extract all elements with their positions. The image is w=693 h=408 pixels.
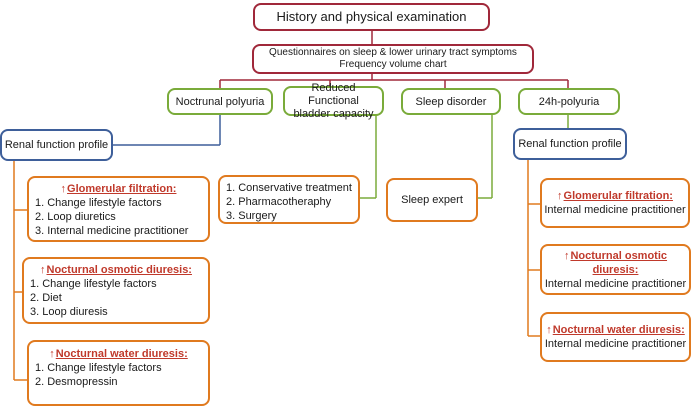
history-exam-box: History and physical examination bbox=[253, 3, 490, 31]
left-water-item: 2. Desmopressin bbox=[35, 376, 118, 388]
right-water-box: ↑Nocturnal water diuresis: Internal medi… bbox=[540, 312, 691, 362]
left-water-heading-text: Nocturnal water diuresis: bbox=[55, 348, 188, 360]
left-glomerular-heading: ↑Glomerular filtration: bbox=[29, 182, 208, 196]
history-exam-label: History and physical examination bbox=[276, 9, 467, 24]
right-osmotic-box: ↑Nocturnal osmotic diuresis: Internal me… bbox=[540, 244, 691, 295]
right-glomerular-heading: ↑Glomerular filtration: bbox=[557, 189, 673, 203]
left-osmotic-item: 3. Loop diuresis bbox=[30, 306, 108, 318]
left-glomerular-box: ↑Glomerular filtration: 1. Change lifest… bbox=[27, 176, 210, 242]
sleep-expert-box: Sleep expert bbox=[386, 178, 478, 222]
left-glomerular-heading-text: Glomerular filtration: bbox=[67, 183, 177, 195]
left-osmotic-item: 1. Change lifestyle factors bbox=[30, 278, 157, 290]
reduced-capacity-label-line1: Reduced Functional bbox=[308, 81, 359, 107]
right-water-text: Internal medicine practitioner bbox=[544, 338, 687, 350]
right-glomerular-text: Internal medicine practitioner bbox=[544, 204, 686, 216]
left-glomerular-item: 1. Change lifestyle factors bbox=[35, 197, 162, 209]
left-water-heading: ↑Nocturnal water diuresis: bbox=[29, 347, 208, 361]
left-water-box: ↑Nocturnal water diuresis: 1. Change lif… bbox=[27, 340, 210, 406]
left-osmotic-box: ↑Nocturnal osmotic diuresis: 1. Change l… bbox=[22, 257, 210, 324]
treatment-box: 1. Conservative treatment 2. Pharmacothe… bbox=[218, 175, 360, 224]
right-renal-profile-label: Renal function profile bbox=[518, 138, 622, 150]
left-glomerular-item: 3. Internal medicine practitioner bbox=[35, 225, 189, 237]
right-renal-profile-box: Renal function profile bbox=[513, 128, 627, 160]
treatment-item: 1. Conservative treatment bbox=[226, 182, 352, 194]
nocturnal-polyuria-box: Noctrunal polyuria bbox=[167, 88, 273, 115]
right-osmotic-text: Internal medicine practitioner bbox=[544, 277, 687, 290]
treatment-item: 2. Pharmacotheraphy bbox=[226, 196, 332, 208]
left-osmotic-item: 2. Diet bbox=[30, 292, 62, 304]
left-osmotic-heading-text: Nocturnal osmotic diuresis: bbox=[46, 264, 192, 276]
up-arrow-icon: ↑ bbox=[557, 190, 563, 202]
questionnaire-box: Questionnaires on sleep & lower urinary … bbox=[252, 44, 534, 74]
questionnaire-label-line2: Frequency volume chart bbox=[339, 59, 447, 70]
right-osmotic-heading-text: Nocturnal osmotic diuresis: bbox=[570, 249, 668, 276]
up-arrow-icon: ↑ bbox=[563, 249, 570, 262]
treatment-item: 3. Surgery bbox=[226, 210, 277, 222]
right-glomerular-heading-text: Glomerular filtration: bbox=[563, 190, 673, 202]
left-osmotic-heading: ↑Nocturnal osmotic diuresis: bbox=[24, 263, 208, 277]
sleep-disorder-label: Sleep disorder bbox=[415, 95, 487, 108]
right-osmotic-heading: ↑Nocturnal osmotic diuresis: bbox=[542, 249, 689, 277]
left-water-item: 1. Change lifestyle factors bbox=[35, 362, 162, 374]
up-arrow-icon: ↑ bbox=[40, 264, 46, 276]
right-glomerular-box: ↑Glomerular filtration: Internal medicin… bbox=[540, 178, 690, 228]
right-water-heading: ↑Nocturnal water diuresis: bbox=[546, 323, 685, 337]
sleep-disorder-box: Sleep disorder bbox=[401, 88, 501, 115]
polyuria-24h-label: 24h-polyuria bbox=[538, 95, 600, 108]
left-renal-profile-label: Renal function profile bbox=[4, 139, 109, 151]
left-glomerular-item: 2. Loop diuretics bbox=[35, 211, 116, 223]
reduced-capacity-label-line2: bladder capacity bbox=[293, 107, 374, 120]
right-water-heading-text: Nocturnal water diuresis: bbox=[552, 324, 685, 336]
sleep-expert-label: Sleep expert bbox=[401, 194, 463, 206]
up-arrow-icon: ↑ bbox=[546, 324, 552, 336]
questionnaire-label-line1: Questionnaires on sleep & lower urinary … bbox=[269, 47, 517, 58]
nocturnal-polyuria-label: Noctrunal polyuria bbox=[175, 95, 265, 108]
up-arrow-icon: ↑ bbox=[49, 348, 55, 360]
polyuria-24h-box: 24h-polyuria bbox=[518, 88, 620, 115]
up-arrow-icon: ↑ bbox=[60, 183, 67, 195]
reduced-capacity-box: Reduced Functional bladder capacity bbox=[283, 82, 384, 120]
left-renal-profile-box: Renal function profile bbox=[0, 129, 113, 161]
